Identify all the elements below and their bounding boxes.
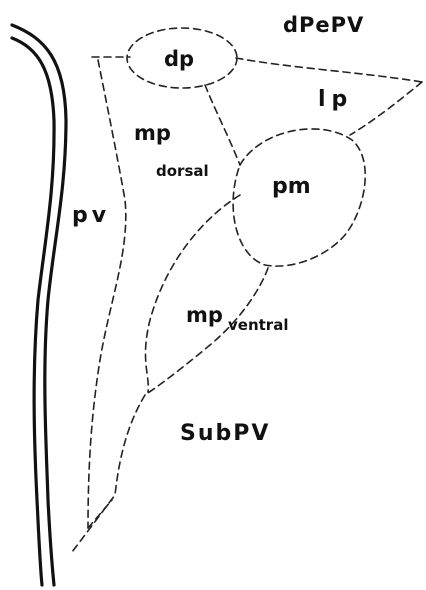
region-boundaries [72,28,422,552]
label-pm: pm [272,174,311,199]
label-mp-dorsal-sub: dorsal [156,162,209,180]
lp-boundary [350,82,422,135]
region-labels: dPePV dp lp mp dorsal pm pv mp ventral S… [72,13,364,446]
subpv-boundary [72,395,145,552]
label-dp: dp [164,47,194,71]
pv-boundary [88,60,126,528]
pv-bottom-boundary [88,500,112,528]
mp-dorsal-ventral-boundary [145,195,240,392]
label-mp-ventral: mp [186,303,223,327]
label-mp-ventral-sub: ventral [228,316,288,334]
label-mp-dorsal: mp [134,121,171,145]
label-pv: pv [72,203,110,228]
label-dpepv: dPePV [283,13,364,37]
label-subpv: SubPV [180,421,270,446]
ventricle-wall [12,25,66,585]
dp-pm-boundary [205,85,240,165]
label-lp: lp [318,87,353,112]
